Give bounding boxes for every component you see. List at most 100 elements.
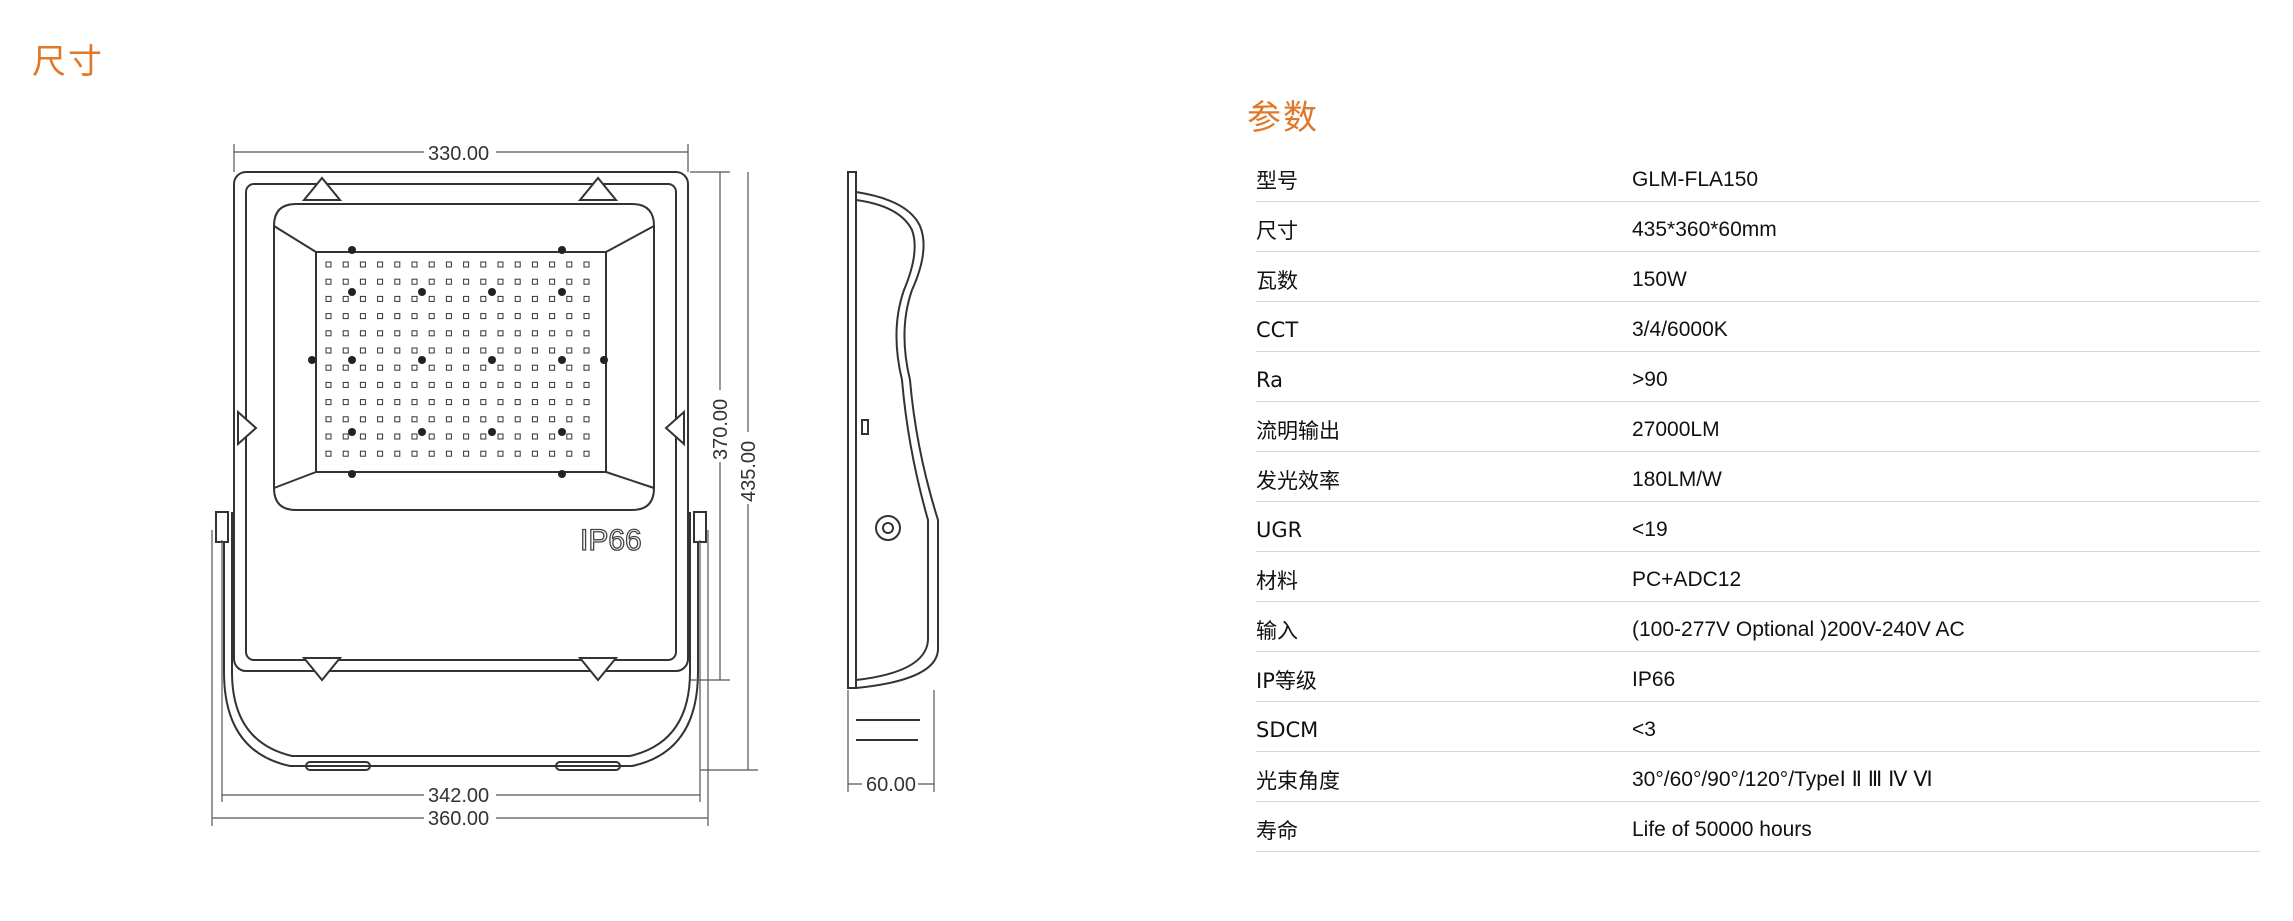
width-360-label: 360.00 (428, 808, 489, 830)
led-chip (531, 313, 538, 320)
led-chip (428, 347, 435, 354)
led-chip (325, 278, 332, 285)
led-chip (583, 295, 590, 302)
spec-value: 435*360*60mm (1632, 201, 2260, 252)
spec-key: IP等级 (1256, 651, 1632, 702)
led-chip (566, 261, 573, 268)
led-chip (583, 313, 590, 320)
led-chip (445, 278, 452, 285)
led-chip (549, 330, 556, 337)
led-chip (514, 433, 521, 440)
led-chip (463, 313, 470, 320)
led-chip (394, 261, 401, 268)
led-chip (463, 295, 470, 302)
led-chip (463, 347, 470, 354)
led-chip (377, 416, 384, 423)
led-chip (325, 261, 332, 268)
led-chip (342, 295, 349, 302)
screw-dot (558, 428, 566, 436)
spec-key: 瓦数 (1256, 251, 1632, 302)
led-chip (583, 347, 590, 354)
led-chip (531, 381, 538, 388)
led-chip (514, 313, 521, 320)
led-chip (531, 416, 538, 423)
led-chip (428, 261, 435, 268)
led-chip (531, 399, 538, 406)
led-chip (463, 399, 470, 406)
led-chip (359, 330, 366, 337)
led-chip (359, 261, 366, 268)
spec-key: 光束角度 (1256, 751, 1632, 802)
led-chip (497, 399, 504, 406)
led-array (308, 246, 608, 478)
led-chip (411, 347, 418, 354)
led-chip (497, 381, 504, 388)
led-chip (480, 295, 487, 302)
led-chip (549, 450, 556, 457)
led-chip (411, 330, 418, 337)
led-chip (445, 295, 452, 302)
led-chip (377, 433, 384, 440)
led-chip (428, 399, 435, 406)
led-chip (531, 450, 538, 457)
led-chip (566, 278, 573, 285)
led-chip (428, 313, 435, 320)
led-chip (342, 433, 349, 440)
led-chip (394, 364, 401, 371)
led-chip (514, 278, 521, 285)
led-chip (428, 450, 435, 457)
led-chip (359, 364, 366, 371)
led-chip (463, 330, 470, 337)
led-chip (514, 295, 521, 302)
spec-value: IP66 (1632, 651, 2260, 702)
led-chip (411, 278, 418, 285)
led-chip (549, 347, 556, 354)
led-chip (325, 433, 332, 440)
parameters-heading: 参数 (1247, 98, 1319, 138)
screw-dot (488, 288, 496, 296)
led-chip (566, 313, 573, 320)
led-chip (480, 330, 487, 337)
led-chip (377, 295, 384, 302)
led-chip (342, 313, 349, 320)
dimension-lines (211, 144, 935, 826)
led-chip (463, 364, 470, 371)
dimensions-heading: 尺寸 (32, 42, 104, 82)
spec-value: 30°/60°/90°/120°/TypeⅠ Ⅱ Ⅲ Ⅳ Ⅵ (1632, 751, 2260, 802)
led-chip (549, 416, 556, 423)
led-chip (463, 261, 470, 268)
led-chip (566, 450, 573, 457)
led-chip (497, 278, 504, 285)
led-chip (445, 313, 452, 320)
led-chip (377, 261, 384, 268)
spec-row: UGR<19 (1256, 501, 2260, 552)
led-chip (411, 399, 418, 406)
led-chip (377, 330, 384, 337)
led-chip (480, 399, 487, 406)
led-chip (394, 433, 401, 440)
led-chip (549, 278, 556, 285)
led-chip (325, 399, 332, 406)
led-chip (549, 295, 556, 302)
led-chip (394, 399, 401, 406)
depth-60-label: 60.00 (866, 774, 916, 796)
spec-value: GLM-FLA150 (1632, 152, 2260, 202)
led-chip (480, 433, 487, 440)
led-chip (566, 433, 573, 440)
screw-dot (558, 356, 566, 364)
led-chip (480, 278, 487, 285)
spec-row: SDCM<3 (1256, 701, 2260, 752)
led-chip (325, 416, 332, 423)
spec-value: PC+ADC12 (1632, 551, 2260, 602)
led-chip (463, 450, 470, 457)
led-chip (514, 381, 521, 388)
led-chip (411, 416, 418, 423)
led-chip (445, 261, 452, 268)
width-342-label: 342.00 (428, 785, 489, 807)
spec-value: 3/4/6000K (1632, 301, 2260, 352)
front-view-drawing: IP66 (215, 171, 707, 771)
led-chip (394, 450, 401, 457)
